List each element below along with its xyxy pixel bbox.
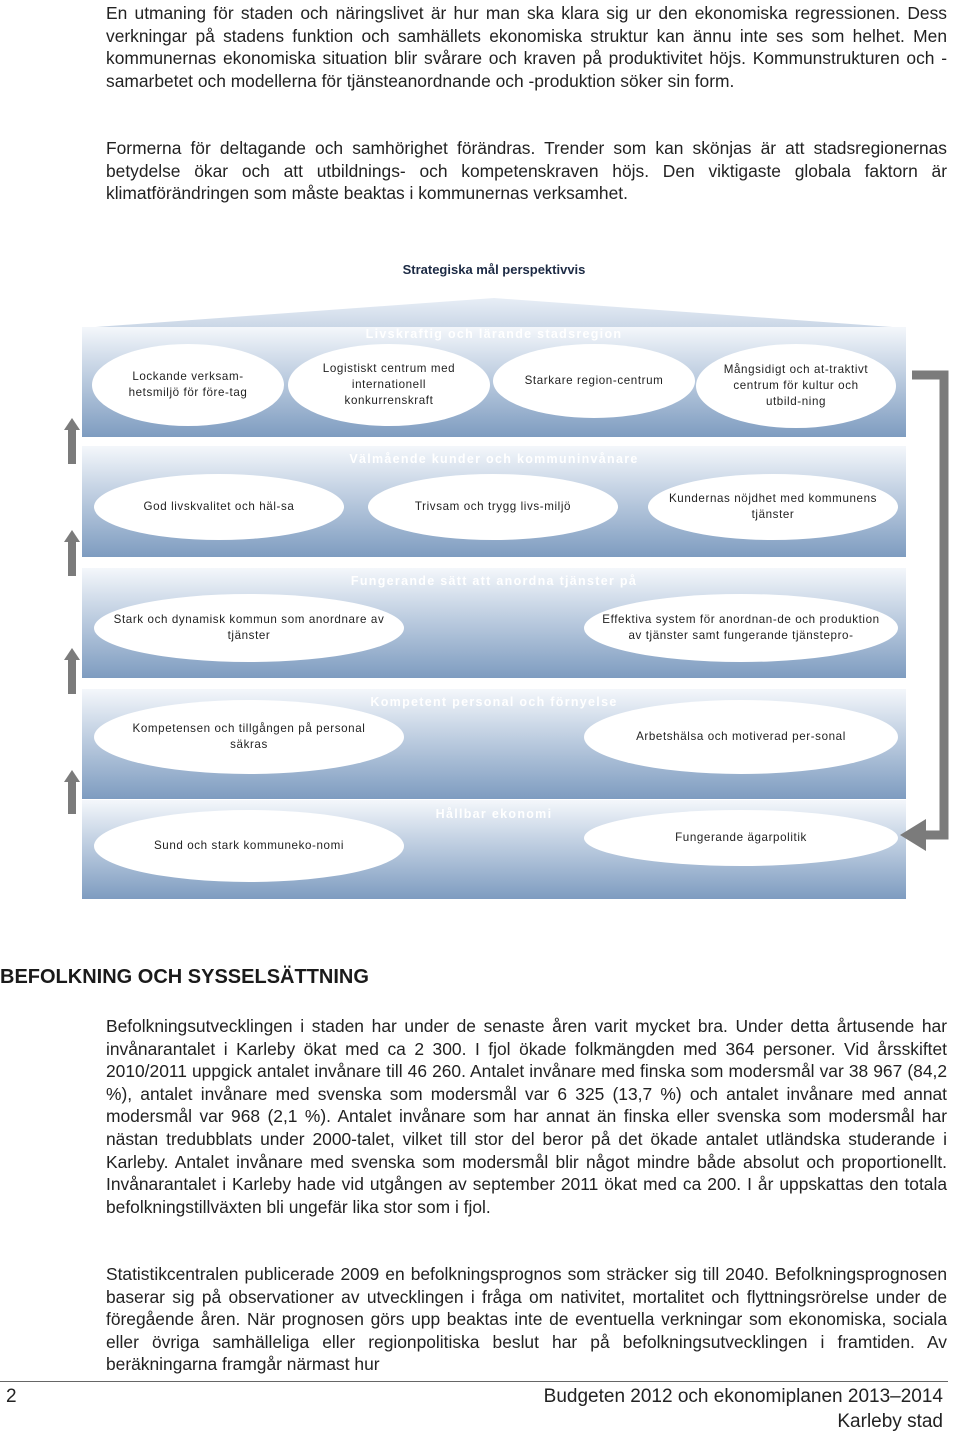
arrow-up-icon: [64, 770, 80, 814]
goal-oval: Effektiva system för anordnan-de och pro…: [584, 594, 898, 662]
feedback-arrow-icon: [900, 370, 949, 851]
band-title: Fungerande sätt att anordna tjänster på: [350, 574, 638, 588]
goal-oval: Trivsam och trygg livs-miljö: [368, 474, 618, 540]
intro-paragraph-1: En utmaning för staden och näringslivet …: [106, 3, 947, 91]
arrow-up-icon: [64, 648, 80, 694]
goal-oval: Fungerande ägarpolitik: [584, 810, 898, 866]
intro-paragraph-2: Formerna för deltagande och samhörighet …: [106, 138, 947, 204]
diagram-roof: [82, 298, 906, 328]
goal-oval: Kompetensen och tillgången på personal s…: [94, 700, 404, 774]
section-heading: BEFOLKNING OCH SYSSELSÄTTNING: [0, 966, 369, 988]
goal-oval: Logistiskt centrum med internationell ko…: [288, 344, 490, 426]
goal-oval: Sund och stark kommuneko-nomi: [94, 810, 404, 882]
body-paragraph-1: Befolkningsutvecklingen i staden har und…: [106, 1016, 947, 1217]
footer-divider: [0, 1381, 948, 1382]
band-title: Välmående kunder och kommuninvånare: [349, 452, 639, 466]
goal-oval: Starkare region-centrum: [493, 344, 695, 418]
goal-oval: Lockande verksam-hetsmiljö för före-tag: [92, 344, 284, 426]
goal-oval: Kundernas nöjdhet med kommunens tjänster: [648, 474, 898, 540]
goal-oval: Arbetshälsa och motiverad per-sonal: [584, 700, 898, 774]
band-title: Hållbar ekonomi: [435, 807, 553, 821]
body-paragraph-2: Statistikcentralen publicerade 2009 en b…: [106, 1264, 947, 1375]
page-number: 2: [6, 1386, 17, 1407]
footer-doc-title: Budgeten 2012 och ekonomiplanen 2013–201…: [543, 1386, 943, 1407]
arrow-up-icon: [64, 418, 80, 464]
diagram-title: Strategiska mål perspektivvis: [402, 262, 586, 277]
goal-oval: Stark och dynamisk kommun som anordnare …: [94, 594, 404, 662]
goal-oval: God livskvalitet och häl-sa: [94, 474, 344, 540]
band-title: Livskraftig och lärande stadsregion: [365, 327, 623, 341]
band-title: Kompetent personal och förnyelse: [370, 695, 618, 709]
arrow-up-icon: [64, 530, 80, 576]
goal-oval: Mångsidigt och at-traktivt centrum för k…: [696, 344, 896, 428]
footer-org: Karleby stad: [837, 1411, 943, 1432]
